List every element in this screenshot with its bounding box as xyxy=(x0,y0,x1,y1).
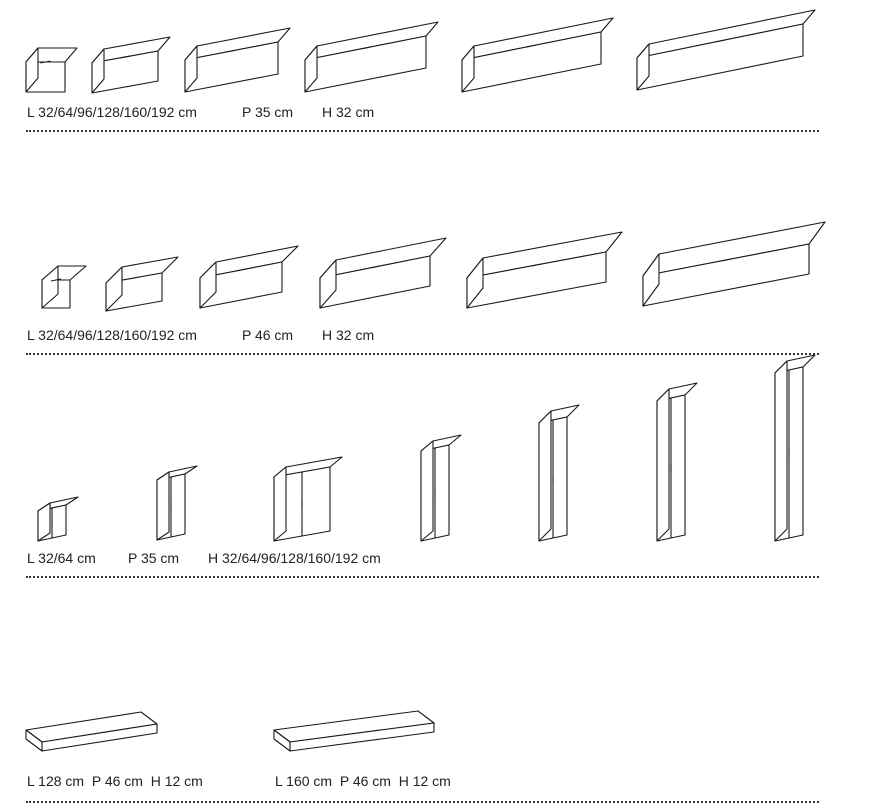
handle-icon xyxy=(714,39,726,43)
side-face xyxy=(41,265,59,309)
column-unit-6 xyxy=(656,382,698,542)
handle-icon xyxy=(226,49,237,53)
side-face xyxy=(538,410,552,542)
dotted-divider xyxy=(26,353,819,355)
column-unit-7 xyxy=(774,354,816,542)
handle-icon xyxy=(128,276,140,280)
dotted-divider xyxy=(26,801,819,803)
side-face xyxy=(273,466,287,542)
dotted-divider xyxy=(26,576,819,578)
shelf-160-label: L 160 cm P 46 cm H 12 cm xyxy=(275,773,451,789)
side-face xyxy=(25,729,43,752)
unit-p35-3 xyxy=(184,27,291,93)
shelf-128-label: L 128 cm P 46 cm H 12 cm xyxy=(27,773,203,789)
handle-icon xyxy=(40,60,51,64)
column-unit-3 xyxy=(273,456,343,542)
shelf-160 xyxy=(273,710,435,752)
side-face xyxy=(105,266,123,312)
side-face xyxy=(273,729,291,752)
side-face xyxy=(774,360,788,542)
unit-p35-6 xyxy=(636,9,816,91)
unit-p46-2 xyxy=(105,256,179,312)
shelf-128 xyxy=(25,711,158,752)
unit-p46-4 xyxy=(319,237,447,309)
dotted-divider xyxy=(26,130,819,132)
row1-length-label: L 32/64/96/128/160/192 cm xyxy=(27,104,197,120)
row3-length-label: L 32/64 cm xyxy=(27,550,96,566)
side-face xyxy=(642,253,660,307)
unit-p35-2 xyxy=(91,36,171,94)
side-face xyxy=(199,261,217,309)
unit-p46-3 xyxy=(199,245,299,309)
handle-icon xyxy=(50,278,62,282)
unit-p46-5 xyxy=(466,231,623,309)
unit-p46-1 xyxy=(41,265,87,309)
side-face xyxy=(420,440,434,542)
handle-icon xyxy=(369,265,381,269)
unit-p35-4 xyxy=(304,21,439,93)
handle-icon xyxy=(119,55,131,59)
column-unit-1 xyxy=(37,496,79,542)
row3-depth-label: P 35 cm xyxy=(128,550,180,566)
side-face xyxy=(37,502,51,542)
unit-p35-5 xyxy=(461,17,614,93)
side-face xyxy=(25,47,39,93)
handle-icon xyxy=(235,268,247,272)
handle-icon xyxy=(720,258,732,262)
row1-height-label: H 32 cm xyxy=(322,104,375,120)
unit-p35-1 xyxy=(25,47,78,93)
side-face xyxy=(319,259,337,309)
row3-height-label: H 32/64/96/128/160/192 cm xyxy=(208,550,381,566)
row2-depth-label: P 46 cm xyxy=(242,327,294,343)
side-face xyxy=(466,257,484,309)
side-face xyxy=(184,45,198,93)
side-face xyxy=(461,45,475,93)
row2-length-label: L 32/64/96/128/160/192 cm xyxy=(27,327,197,343)
side-face xyxy=(636,43,650,91)
unit-p46-6 xyxy=(642,221,826,307)
side-face xyxy=(304,45,318,93)
side-face xyxy=(91,48,105,94)
handle-icon xyxy=(531,263,542,267)
handle-icon xyxy=(526,44,537,48)
column-unit-2 xyxy=(156,465,198,541)
handle-icon xyxy=(360,46,371,50)
column-unit-5 xyxy=(538,404,580,542)
row2-height-label: H 32 cm xyxy=(322,327,375,343)
side-face xyxy=(656,388,670,542)
side-face xyxy=(156,471,170,541)
row1-depth-label: P 35 cm xyxy=(242,104,294,120)
column-unit-4 xyxy=(420,434,462,542)
